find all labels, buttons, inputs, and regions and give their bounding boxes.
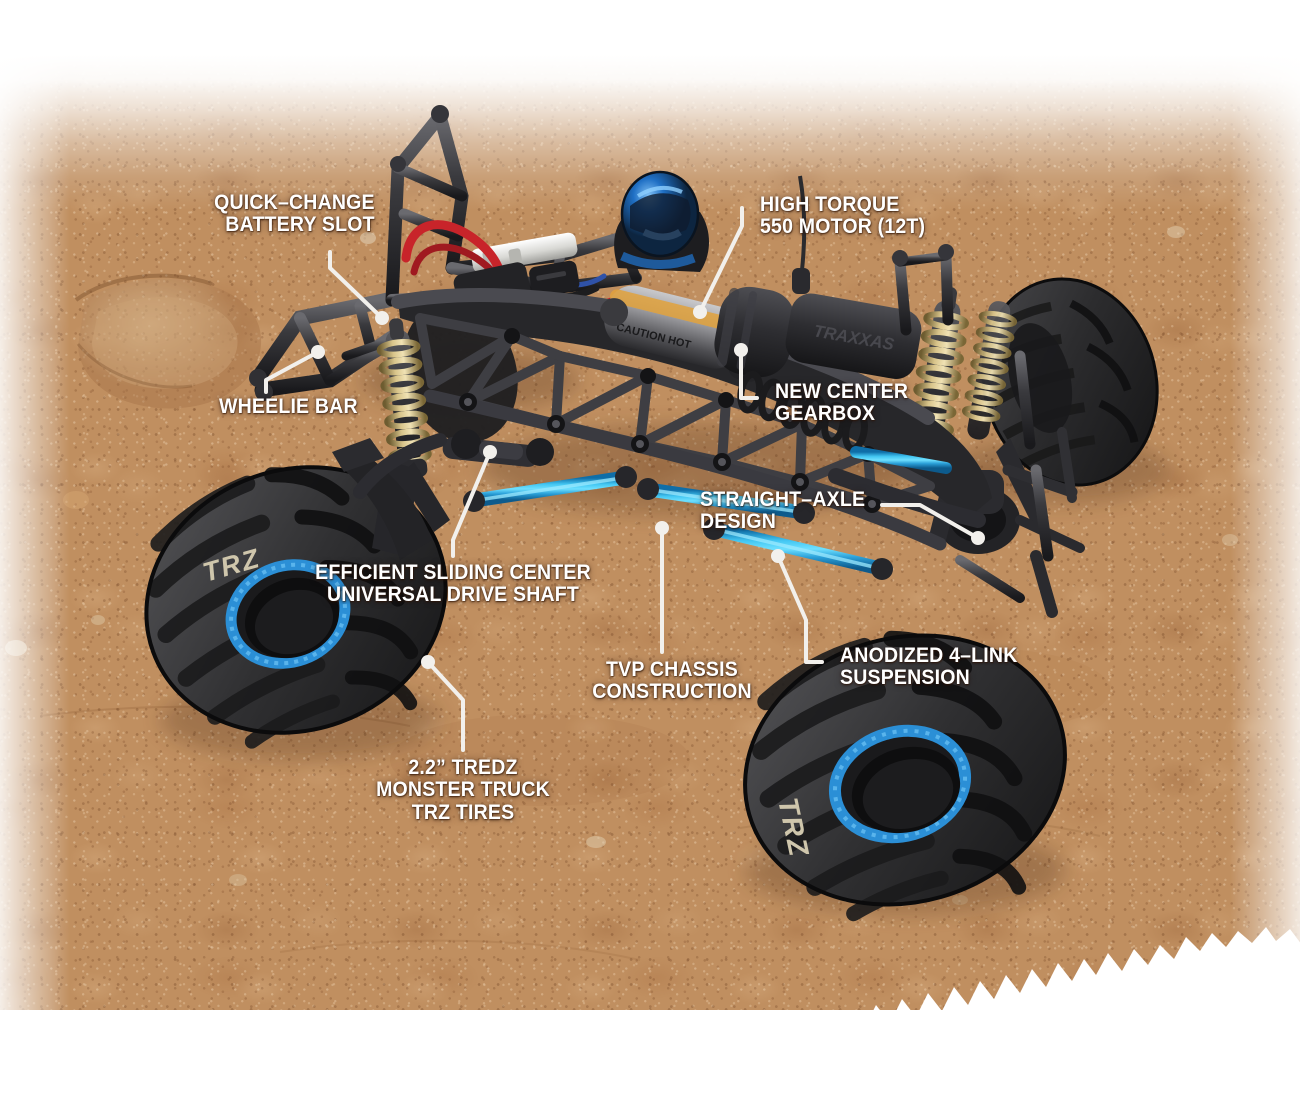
callout-wheelie-bar: WHEELIE BAR <box>219 395 358 418</box>
wheel-rear-left: TRZ <box>743 630 1067 922</box>
body-post-cap-a <box>892 250 908 266</box>
callout-tvp-chassis-construction: TVP CHASSIS CONSTRUCTION <box>592 658 752 704</box>
wheel-front-left: TRZ <box>144 465 448 749</box>
callout-new-center-gearbox: NEW CENTER GEARBOX <box>775 380 909 426</box>
callout-high-torque-550-motor: HIGH TORQUE 550 MOTOR (12T) <box>760 193 926 239</box>
antenna-base <box>792 268 810 294</box>
callout-quick-change-battery-slot: QUICK–CHANGE BATTERY SLOT <box>214 191 375 237</box>
cage-cap-a <box>431 105 449 123</box>
callout-efficient-sliding-center-universal-drive-shaft: EFFICIENT SLIDING CENTER UNIVERSAL DRIVE… <box>315 561 591 607</box>
callout-tredz-monster-truck-trz-tires: 2.2” TREDZ MONSTER TRUCK TRZ TIRES <box>376 756 550 824</box>
callout-anodized-4-link-suspension: ANODIZED 4–LINK SUSPENSION <box>840 644 1018 690</box>
body-mount-posts <box>894 250 1054 603</box>
wheelie-bar-end-cap <box>249 369 267 387</box>
anodized-4-link-suspension <box>463 446 952 580</box>
callout-straight-axle-design: STRAIGHT–AXLE DESIGN <box>700 488 866 534</box>
wheel-beadlock-ring-front <box>225 559 351 669</box>
front-skid-plate <box>332 438 432 560</box>
body-post-cap-b <box>938 244 954 260</box>
antenna <box>798 175 807 271</box>
sliding-center-drive-shaft <box>442 429 554 467</box>
cage-cap-b <box>390 156 406 172</box>
wheel-beadlock-ring-rear <box>828 724 972 844</box>
driver-figure <box>614 170 709 272</box>
torn-bottom-edge <box>0 927 1300 1101</box>
